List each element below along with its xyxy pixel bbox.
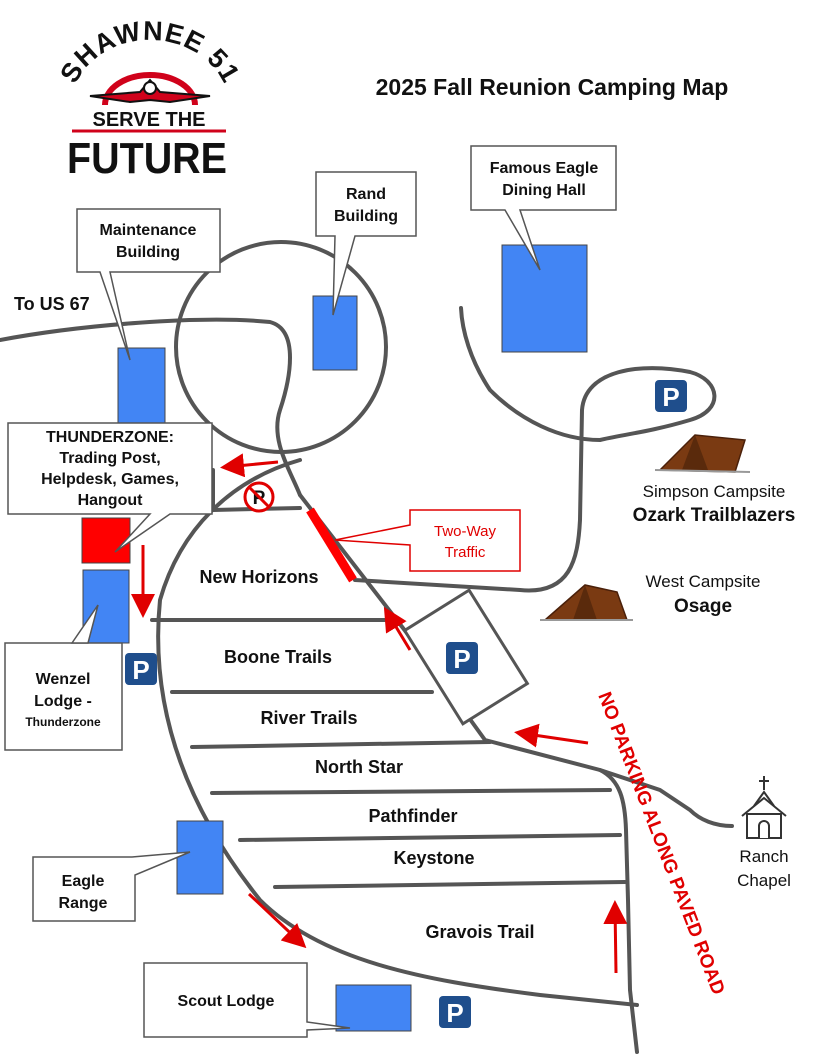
eagle-range-label-2: Range [59, 895, 108, 912]
parking-signs: P P P P P [125, 380, 687, 1028]
two-way-traffic-segment [306, 507, 357, 583]
svg-text:P: P [132, 655, 149, 685]
street-boone-trails: Boone Trails [224, 647, 332, 667]
ozark-trailblazers-label: Ozark Trailblazers [633, 505, 796, 526]
simpson-tent-icon [654, 434, 751, 473]
traffic-arrows [131, 453, 628, 974]
parking-icon: P [439, 996, 471, 1028]
wenzel-label-1: Wenzel [36, 671, 91, 688]
parking-icon: P [655, 380, 687, 412]
chapel-icon [741, 776, 787, 839]
west-loop-road [156, 458, 639, 1007]
dining-label-2: Dining Hall [502, 182, 586, 199]
scout-lodge-label: Scout Lodge [178, 993, 275, 1010]
ozark-loop-road [353, 306, 717, 593]
callouts [4, 145, 617, 1038]
thunderzone-label-1: THUNDERZONE: [46, 429, 174, 446]
osage-label: Osage [674, 596, 732, 617]
chapel-label-1: Ranch [739, 847, 788, 866]
arrow-west-icon [220, 453, 279, 478]
logo-serve-text: SERVE THE [93, 109, 206, 131]
parking-lane [211, 468, 302, 512]
road-network [0, 240, 734, 1054]
two-way-label-2: Traffic [445, 544, 486, 561]
simpson-campsite-label: Simpson Campsite [643, 482, 786, 501]
arrow-north-icon [383, 606, 412, 651]
street-river-trails: River Trails [260, 708, 357, 728]
street-pathfinder: Pathfinder [368, 806, 457, 826]
svg-text:P: P [662, 382, 679, 412]
thunderzone-label-2: Trading Post, [59, 450, 160, 467]
street-gravois-trail: Gravois Trail [425, 922, 534, 942]
west-tent-icon [540, 584, 633, 621]
maintenance-building [117, 347, 166, 424]
street-labels: New Horizons Boone Trails River Trails N… [199, 567, 534, 942]
wenzel-label-2: Lodge - [34, 693, 92, 710]
logo-swoosh-icon [102, 72, 198, 106]
maintenance-label-1: Maintenance [100, 222, 197, 239]
two-way-callout [334, 509, 521, 572]
eagle-range-label-1: Eagle [62, 873, 105, 890]
street-keystone: Keystone [393, 848, 474, 868]
shawnee-logo: SHAWNEE 51 SERVE THE FUTURE [54, 16, 245, 183]
two-way-label-1: Two-Way [434, 523, 496, 540]
logo-future-text: FUTURE [67, 134, 227, 183]
svg-text:P: P [453, 644, 470, 674]
scout-lodge-building [335, 984, 412, 1032]
us67-road [0, 317, 302, 497]
arrow-north-2-icon [603, 900, 628, 974]
map-title: 2025 Fall Reunion Camping Map [376, 74, 729, 100]
parking-icon: P [125, 653, 157, 685]
dining-hall-building [501, 244, 588, 353]
thunderzone-label-4: Hangout [78, 492, 144, 509]
arrow-west-2-icon [514, 723, 589, 748]
thunderzone-label-3: Helpdesk, Games, [41, 471, 179, 488]
no-parking-icon: P [243, 481, 275, 513]
wenzel-label-3: Thunderzone [25, 715, 101, 729]
arrow-southeast-icon [247, 892, 307, 949]
rand-label-1: Rand [346, 186, 386, 203]
parking-icon: P [446, 642, 478, 674]
chapel-label-2: Chapel [737, 871, 791, 890]
main-road [298, 493, 639, 1054]
street-new-horizons: New Horizons [199, 567, 318, 587]
thunderzone-building [81, 517, 131, 564]
to-us67-label: To US 67 [14, 294, 90, 314]
maintenance-label-2: Building [116, 244, 180, 261]
eagle-range-building [176, 820, 224, 895]
callout-text: Maintenance Building Rand Building Famou… [25, 160, 598, 1010]
rand-label-2: Building [334, 208, 398, 225]
west-campsite-label: West Campsite [646, 572, 761, 591]
svg-text:P: P [446, 998, 463, 1028]
dining-label-1: Famous Eagle [490, 160, 599, 177]
no-parking-label: NO PARKING ALONG PAVED ROAD [593, 689, 728, 997]
street-north-star: North Star [315, 757, 403, 777]
chapel-road [598, 768, 734, 828]
